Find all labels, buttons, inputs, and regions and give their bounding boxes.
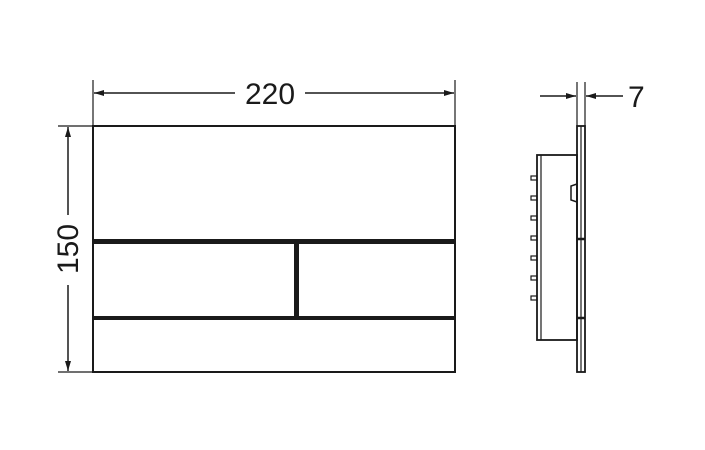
width-label: 220 [245, 78, 295, 111]
height-label: 150 [52, 224, 85, 274]
front-view [92, 125, 456, 373]
height-dimension: 150 [52, 125, 93, 373]
large-flush-button [95, 245, 293, 315]
plate-outline [92, 125, 456, 373]
housing-notch [570, 183, 578, 203]
button-divider-seam [294, 244, 299, 316]
lower-strip-seam [93, 316, 455, 320]
upper-panel-seam [93, 239, 455, 244]
side-view [530, 125, 586, 373]
mounting-pins [530, 175, 538, 301]
small-flush-button [300, 245, 453, 315]
depth-dimension: 7 [540, 81, 645, 126]
width-dimension: 220 [92, 78, 456, 126]
housing-body [536, 154, 578, 341]
depth-label: 7 [628, 81, 645, 114]
